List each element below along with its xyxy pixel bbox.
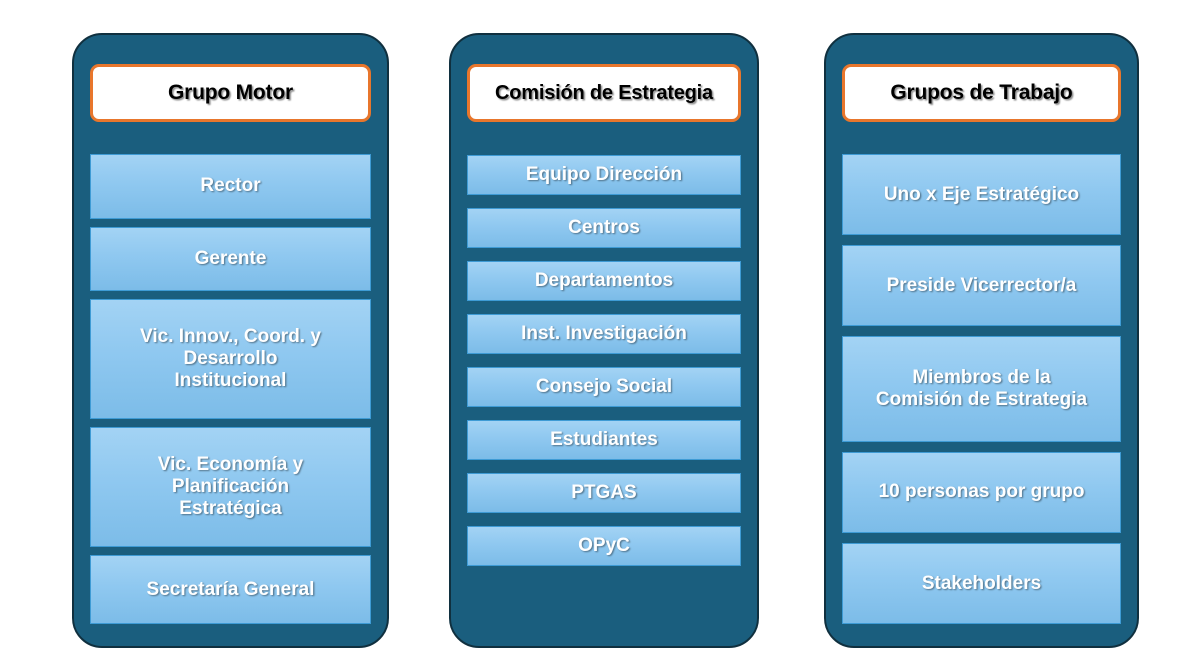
item-label: Consejo Social [535,376,673,398]
item-label: Inst. Investigación [521,323,687,345]
item-list-comision-de-estrategia: Equipo Dirección Centros Departamentos I… [467,155,741,626]
item-label: Rector [200,175,261,197]
item-uno-x-eje-estrategico: Uno x Eje Estratégico [842,154,1121,236]
item-stakeholders: Stakeholders [842,542,1121,624]
item-label: Gerente [194,247,267,269]
item-label: Uno x Eje Estratégico [883,183,1080,205]
item-gerente: Gerente [90,226,371,292]
item-label: Vic. Innov., Coord. y Desarrollo Institu… [140,326,321,391]
column-title: Grupo Motor [168,81,293,104]
column-title: Comisión de Estrategia [495,81,713,104]
item-centros: Centros [467,208,741,248]
column-title: Grupos de Trabajo [890,81,1073,104]
item-label: Preside Vicerrector/a [886,274,1077,296]
column-comision-de-estrategia: Comisión de Estrategia Equipo Dirección … [449,33,759,648]
item-inst-investigacion: Inst. Investigación [467,314,741,354]
column-header-grupo-motor: Grupo Motor [90,64,371,122]
item-list-grupos-de-trabajo: Uno x Eje Estratégico Preside Vicerrecto… [842,154,1121,624]
item-label: PTGAS [571,482,637,504]
item-ptgas: PTGAS [467,473,741,513]
column-header-grupos-de-trabajo: Grupos de Trabajo [842,64,1121,122]
item-rector: Rector [90,154,371,219]
item-list-grupo-motor: Rector Gerente Vic. Innov., Coord. y Des… [90,154,371,625]
item-label: Departamentos [534,270,674,292]
item-vic-economia: Vic. Economía y Planificación Estratégic… [90,427,371,548]
item-label: 10 personas por grupo [878,481,1085,503]
item-label: Estudiantes [550,429,658,451]
item-label: Miembros de la Comisión de Estrategia [875,367,1088,410]
item-label: Vic. Economía y Planificación Estratégic… [157,454,304,519]
item-departamentos: Departamentos [467,261,741,301]
item-equipo-direccion: Equipo Dirección [467,155,741,195]
column-grupos-de-trabajo: Grupos de Trabajo Uno x Eje Estratégico … [824,33,1139,648]
item-label: Secretaría General [146,578,315,600]
column-grupo-motor: Grupo Motor Rector Gerente Vic. Innov., … [72,33,389,648]
item-preside-vicerrector: Preside Vicerrector/a [842,245,1121,327]
column-header-comision-de-estrategia: Comisión de Estrategia [467,64,741,122]
item-consejo-social: Consejo Social [467,367,741,407]
item-10-personas-por-grupo: 10 personas por grupo [842,451,1121,533]
item-secretaria-general: Secretaría General [90,555,371,625]
item-miembros-comision-estrategia: Miembros de la Comisión de Estrategia [842,336,1121,442]
item-label: Centros [568,217,640,239]
item-vic-innovacion: Vic. Innov., Coord. y Desarrollo Institu… [90,299,371,420]
item-label: OPyC [578,535,630,557]
item-opyc: OPyC [467,526,741,566]
item-estudiantes: Estudiantes [467,420,741,460]
item-label: Stakeholders [921,572,1042,594]
item-label: Equipo Dirección [525,164,683,186]
